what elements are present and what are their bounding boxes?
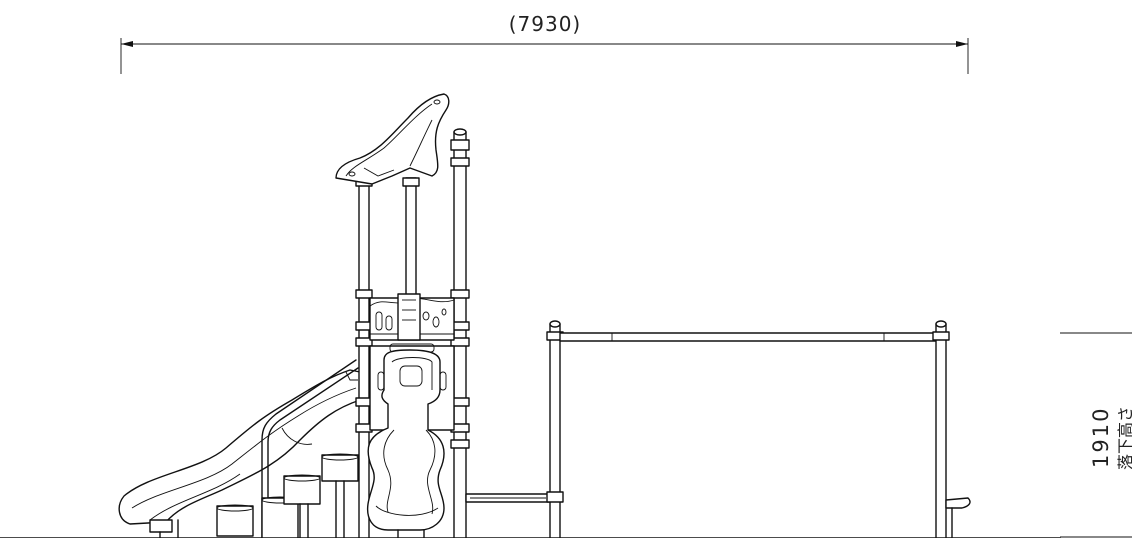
- fall-height-annotation: 1910 落下高さ: [1060, 332, 1132, 538]
- fall-height-value: 1910: [1089, 407, 1113, 468]
- hand-rail: [261, 359, 359, 538]
- connector-bar: [465, 493, 551, 503]
- overall-width-dimension: (7930): [120, 12, 969, 74]
- tower-roof: [335, 93, 450, 185]
- stump-steps: [216, 453, 359, 538]
- wavy-slide: [118, 369, 361, 538]
- horizontal-bar-frame: [546, 320, 971, 538]
- overall-width-label: (7930): [509, 12, 582, 36]
- dimension-arrow-left: [121, 41, 133, 47]
- tube-slide: [366, 349, 445, 538]
- tower-posts: [355, 128, 470, 538]
- dimension-arrow-right: [956, 41, 968, 47]
- fall-height-caption: 落下高さ: [1116, 406, 1132, 470]
